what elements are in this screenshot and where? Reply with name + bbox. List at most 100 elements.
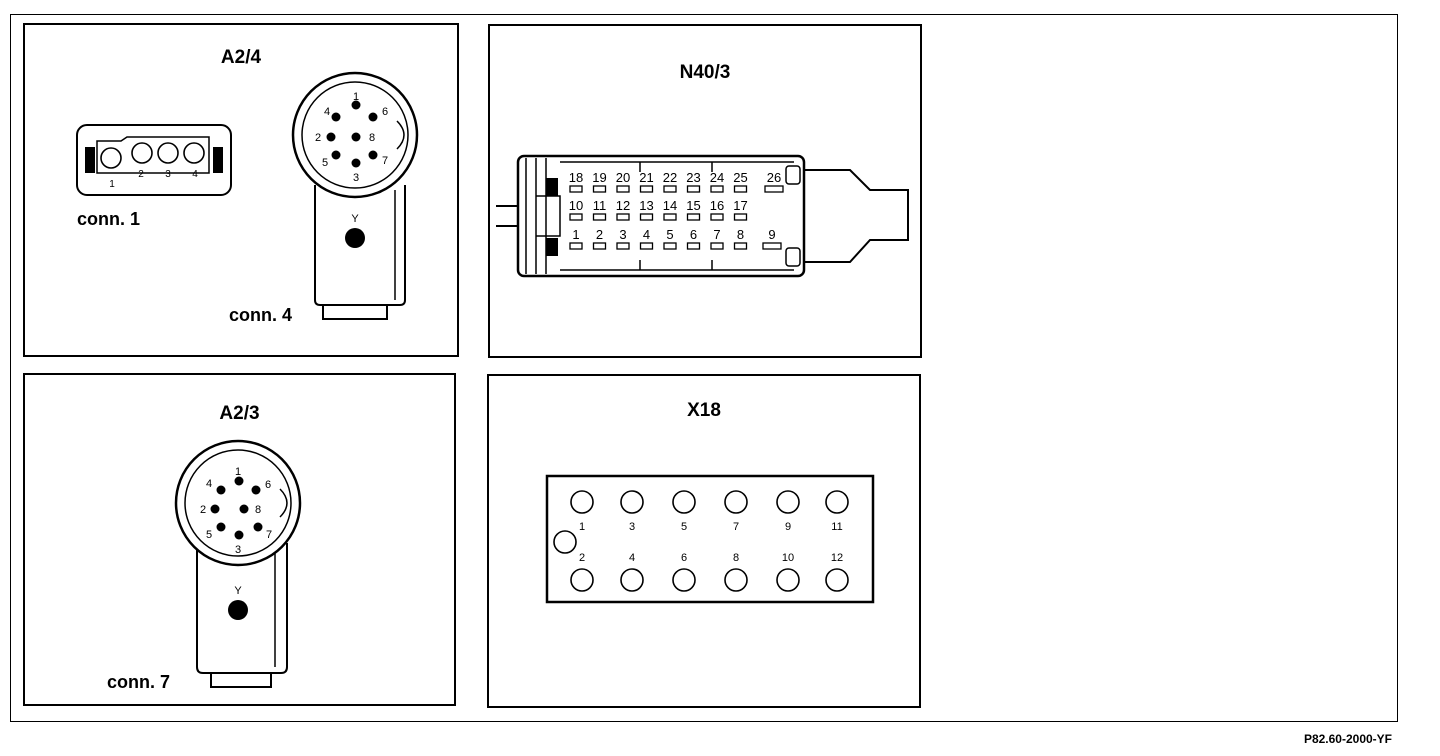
- x18-pin: [570, 490, 594, 514]
- conn7-label-2: 2: [200, 504, 206, 516]
- conn1-pin-1: [100, 147, 122, 169]
- n403-pin-label: 6: [690, 227, 697, 242]
- conn7-pin-7: [253, 522, 263, 532]
- conn7-label-4: 4: [206, 478, 212, 490]
- x18-pin: [570, 568, 594, 592]
- conn7-label-3: 3: [235, 544, 241, 556]
- n403-pin-label: 13: [639, 198, 653, 213]
- x18-pin: [672, 568, 696, 592]
- x18-key-circle: [553, 530, 577, 554]
- n403-pin-label: 11: [593, 198, 607, 213]
- n403-pin-label: 2: [596, 227, 603, 242]
- x18-pin: [825, 568, 849, 592]
- n403-pin-slot: [639, 185, 654, 193]
- conn7-label-5: 5: [206, 529, 212, 541]
- n403-pin-slot: [710, 213, 724, 221]
- x18-pin-label: 6: [681, 552, 687, 564]
- panel-a2-3: A2/3 1 4 6 2 8 5 7 3 Y: [23, 373, 456, 706]
- conn7-label-6: 6: [265, 479, 271, 491]
- n403-pin-label: 15: [686, 198, 700, 213]
- x18-pin-label: 9: [785, 521, 791, 533]
- n403-pin-label: 12: [616, 198, 630, 213]
- conn4-pin-7: [368, 150, 378, 160]
- conn4-pin-2: [326, 132, 336, 142]
- connector-7: 1 4 6 2 8 5 7 3 Y: [174, 439, 302, 688]
- diagram-frame: [10, 14, 1398, 722]
- conn7-pin-1: [234, 476, 244, 486]
- conn4-label-1: 1: [353, 91, 359, 103]
- conn1-label-1: 1: [109, 179, 115, 190]
- conn1-label-4: 4: [192, 169, 198, 180]
- n403-pin-label: 25: [733, 170, 747, 185]
- n403-pin-slot: [710, 242, 724, 250]
- n403-pin-slot: [569, 213, 583, 221]
- n403-pin-label: 3: [619, 227, 626, 242]
- panel-title: A2/3: [219, 403, 260, 424]
- n403-pin-label: 10: [569, 198, 583, 213]
- x18-pin-label: 11: [831, 521, 842, 533]
- x18-pin-label: 12: [831, 552, 843, 564]
- x18-pin-label: 7: [733, 521, 739, 533]
- conn4-label-2: 2: [315, 132, 321, 144]
- conn7-caption: conn. 7: [107, 672, 171, 692]
- n403-pin-slot: [733, 242, 748, 250]
- n403-pin-label: 16: [710, 198, 724, 213]
- conn7-pin-3: [234, 530, 244, 540]
- n403-pin-label: 22: [663, 170, 677, 185]
- conn7-label-7: 7: [266, 529, 272, 541]
- a23-drawing: 1 4 6 2 8 5 7 3 Y: [174, 439, 302, 688]
- n403-pin-label: 23: [686, 170, 700, 185]
- conn7-pin-4: [216, 485, 226, 495]
- x18-pin: [776, 568, 800, 592]
- n403-pin-label: 9: [768, 227, 775, 242]
- n403-pin-slot: [639, 213, 654, 221]
- conn4-marker-dot: [345, 228, 365, 248]
- n403-pin-slot: [762, 242, 782, 250]
- n403-pin-slot: [616, 185, 630, 193]
- n403-pin-label: 4: [643, 227, 650, 242]
- conn4-label-6: 6: [382, 106, 388, 118]
- conn1-pin-2: [131, 142, 153, 164]
- conn1-label-2: 2: [138, 169, 144, 180]
- connector-4: 1 4 6 2 8 5 7 3 Y: [291, 71, 419, 320]
- conn4-marker-label: Y: [351, 213, 359, 225]
- panel-title: X18: [687, 400, 721, 421]
- n403-pin-slot: [686, 185, 701, 193]
- n403-pin-label: 24: [710, 170, 724, 185]
- x18-pin: [724, 568, 748, 592]
- panel-title: N40/3: [679, 62, 731, 83]
- n403-pin-slot: [616, 213, 630, 221]
- n403-pin-label: 19: [592, 170, 606, 185]
- n403-pin-slot: [592, 185, 607, 193]
- a24-drawing: 1 2 3 4 1 4 6 2 8 5 7: [76, 71, 419, 320]
- x18-pin-label: 10: [782, 552, 794, 564]
- x18-pin: [825, 490, 849, 514]
- conn4-label-3: 3: [353, 172, 359, 184]
- reference-code: P82.60-2000-YF: [1303, 732, 1392, 746]
- x18-pin-label: 3: [629, 521, 635, 533]
- conn4-pin-3: [351, 158, 361, 168]
- conn4-label-8: 8: [369, 132, 375, 144]
- x18-pin: [620, 490, 644, 514]
- n403-pin-slot: [733, 213, 748, 221]
- n403-pin-slot: [592, 213, 607, 221]
- conn7-pin-6: [251, 485, 261, 495]
- conn1-caption: conn. 1: [77, 209, 141, 229]
- n403-pin-label: 21: [639, 170, 653, 185]
- n403-pin-label: 5: [666, 227, 673, 242]
- conn7-label-1: 1: [235, 466, 241, 478]
- n403-pin-slot: [764, 185, 784, 193]
- n403-pin-label: 17: [733, 198, 747, 213]
- n403-pin-slot: [686, 242, 701, 250]
- conn4-pin-5: [331, 150, 341, 160]
- n403-pin-slot: [569, 185, 583, 193]
- n403-pin-label: 26: [767, 170, 781, 185]
- n403-pin-slot: [639, 242, 654, 250]
- conn7-pin-5: [216, 522, 226, 532]
- x18-pin: [776, 490, 800, 514]
